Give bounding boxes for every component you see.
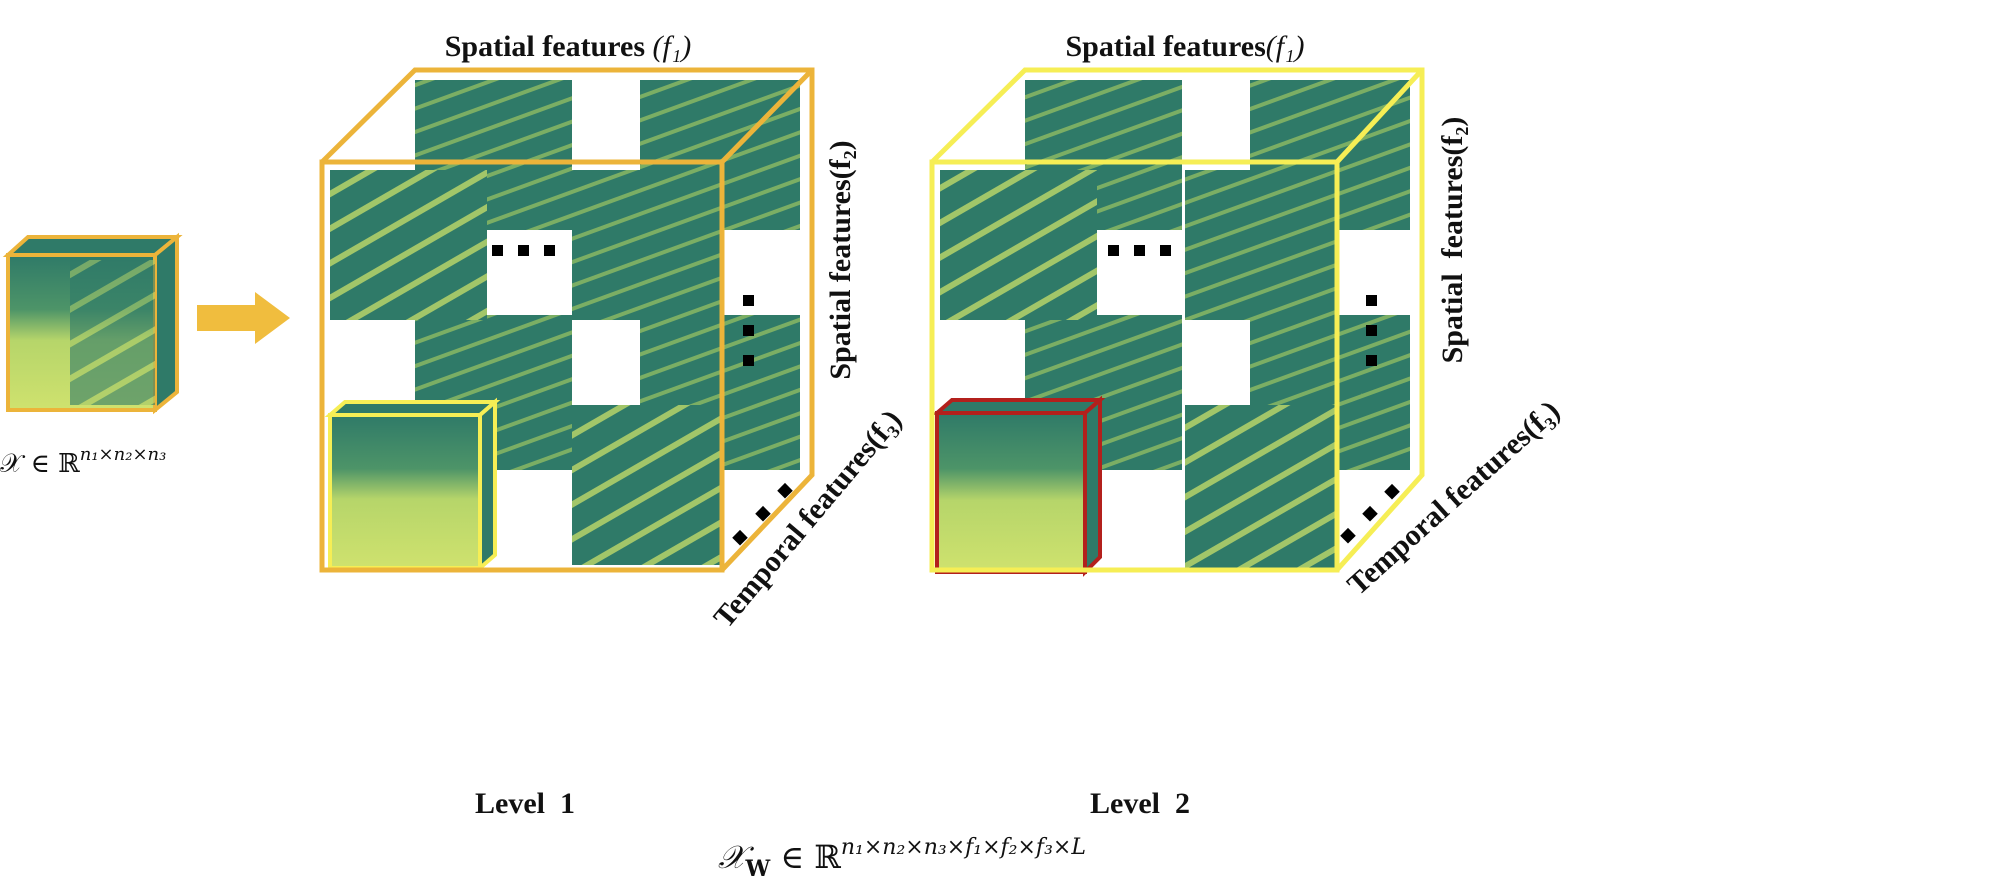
level1-label: Level 1	[475, 787, 575, 820]
level1-f2-label: Spatial features(f₂)	[824, 140, 857, 379]
level2-f2-label: Spatial features(f₂)	[1436, 117, 1469, 364]
ellipsis-dots	[492, 245, 793, 546]
input-tensor-label: 𝒳 ∈ ℝn₁×n₂×n₃	[0, 444, 166, 479]
ellipsis-dots	[1108, 245, 1400, 544]
level2-f1-label: Spatial features(f₁)	[1065, 30, 1304, 63]
level2-approximation-subband	[931, 395, 1106, 577]
level2-cube	[929, 67, 1425, 577]
level1-approximation-subband	[324, 397, 501, 573]
input-tensor-cube	[2, 232, 183, 415]
level2-label: Level 2	[1090, 787, 1190, 820]
level1-f1-label: Spatial features (f₁)	[445, 30, 692, 63]
level1-cube	[319, 67, 815, 573]
arrow-icon	[197, 292, 290, 344]
output-tensor-label: 𝒳W ∈ ℝn₁×n₂×n₃×f₁×f₂×f₃×L	[718, 835, 1086, 882]
